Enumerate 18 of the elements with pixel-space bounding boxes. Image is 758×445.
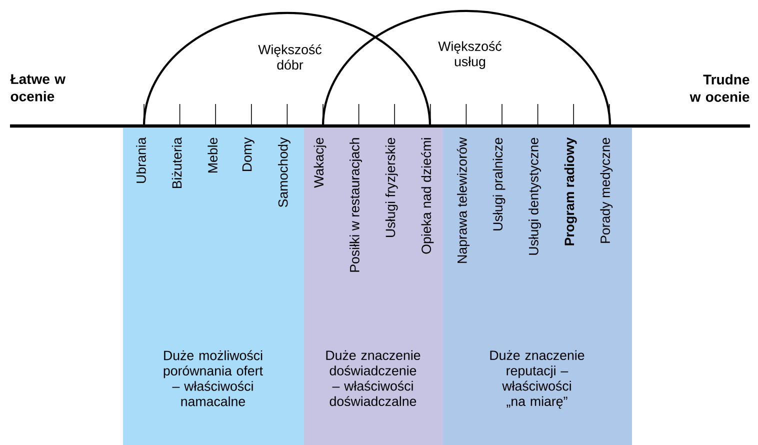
axis-end-label: Trudne w ocenie (690, 74, 750, 102)
item-label: Wakacje (314, 138, 326, 188)
item-label: Meble (208, 138, 218, 172)
item-label: Domy (242, 137, 254, 171)
item-label: Opieka nad dziećmi (421, 138, 434, 254)
arc: Większość dóbr (142, 12, 432, 126)
item-label: Posiłki w restauracjach (350, 138, 362, 272)
item-label: Naprawa telewizorów (456, 137, 470, 263)
item-label: Usługi fryzjerskie (385, 138, 398, 237)
item-label: Porady medyczne (600, 138, 613, 243)
arc: Większość usług (322, 10, 612, 126)
item-label: Biżuteria (172, 137, 182, 188)
axis-end-label: Łatwe w ocenie (10, 74, 66, 102)
item-label: Ubrania (136, 137, 146, 183)
item-label: Program radiowy (564, 137, 577, 246)
item-label: Samochody (278, 137, 290, 208)
item-label: Usługi dentystyczne (528, 138, 541, 255)
item-label: Usługi pralnicze (492, 138, 506, 230)
